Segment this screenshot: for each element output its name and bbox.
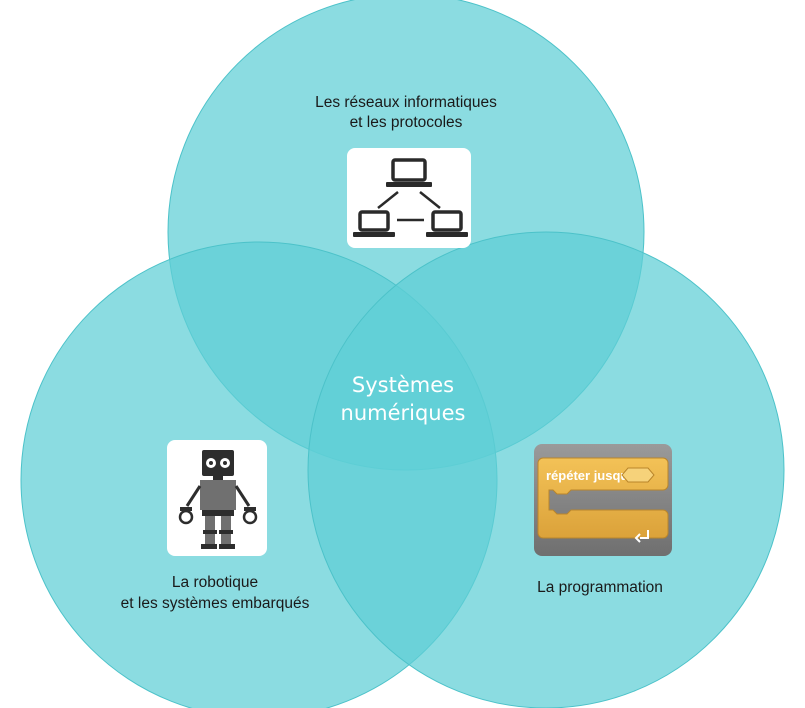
robot-icon [167, 440, 267, 556]
scratch-block-text: répéter jusqu'à [546, 468, 639, 483]
scratch-block-icon: répéter jusqu'à [534, 444, 672, 556]
label-reseaux-line2: et les protocoles [350, 114, 463, 131]
label-robotique-line2: et les systèmes embarqués [121, 595, 310, 612]
label-reseaux-line1: Les réseaux informatiques [315, 94, 497, 111]
network-icon [347, 148, 471, 248]
center-label-line1: Systèmes [352, 373, 454, 397]
label-robotique-line1: La robotique [172, 574, 258, 591]
label-programmation: La programmation [537, 579, 663, 596]
center-label-line2: numériques [341, 401, 466, 425]
